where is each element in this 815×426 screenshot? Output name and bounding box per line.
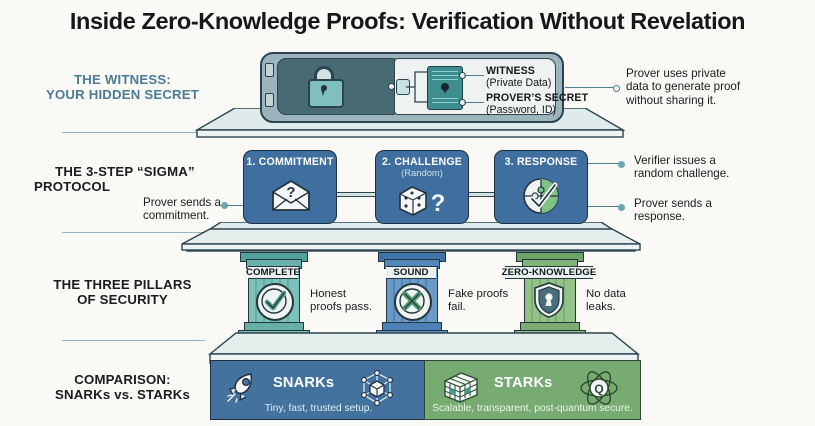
page-title: Inside Zero-Knowledge Proofs: Verificati… — [69, 8, 746, 34]
section-label-witness-line2: YOUR HIDDEN SECRET — [45, 87, 200, 102]
callout-response: Prover sends a response. — [634, 197, 712, 224]
callout-dot-commitment — [221, 202, 228, 209]
comparison-snarks-title: SNARKs — [273, 375, 335, 391]
section-label-comparison: COMPARISON: SNARKs vs. STARKs — [30, 372, 215, 402]
vault-tag-pin-2 — [459, 99, 466, 106]
section-label-sigma-line1: THE 3-STEP “SIGMA” — [55, 164, 195, 179]
section-label-comparison-line2: SNARKs vs. STARKs — [54, 387, 191, 402]
section-label-sigma: THE 3-STEP “SIGMA” PROTOCOL — [26, 164, 224, 194]
callout-leader-witness — [565, 87, 615, 88]
vault-panel — [394, 58, 556, 115]
svg-text:?: ? — [431, 190, 446, 216]
comparison-snarks[interactable]: SNARKs Tiny, fast, trusted setup. — [210, 360, 427, 420]
cube-network-icon — [357, 368, 397, 408]
comparison-snarks-subtitle: Tiny, fast, trusted setup. — [264, 403, 373, 414]
divider-2 — [62, 232, 205, 233]
sigma-step-3[interactable]: 3. RESPONSE — [494, 150, 588, 224]
pillar-complete-desc: Honest proofs pass. — [310, 288, 373, 313]
envelope-question-icon: ? — [270, 179, 312, 211]
vault-tag-witness-title: WITNESS — [486, 65, 535, 77]
sigma-connector-1 — [333, 192, 377, 197]
pillar-sound-name: SOUND — [393, 267, 429, 278]
section-label-witness: THE WITNESS: YOUR HIDDEN SECRET — [30, 72, 215, 102]
check-circle-icon — [256, 283, 294, 321]
pillar-complete-name: COMPLETE — [245, 267, 301, 278]
comparison-starks[interactable]: STARKs Q Scalable, transparent, post-qua… — [424, 360, 641, 420]
pillar-zk-desc: No data leaks. — [586, 288, 626, 313]
cross-circle-icon — [394, 283, 432, 321]
document-key-icon — [427, 66, 463, 110]
comparison-starks-subtitle: Scalable, transparent, post-quantum secu… — [432, 403, 633, 414]
sigma-step-2-title: 2. CHALLENGE — [381, 156, 463, 168]
comparison-base-slab — [208, 332, 640, 364]
callout-leader-response — [588, 206, 620, 207]
pillar-sound-desc: Fake proofs fail. — [448, 288, 509, 313]
callout-witness: Prover uses private data to generate pro… — [626, 67, 741, 107]
sigma-step-2[interactable]: 2. CHALLENGE (Random) ? — [375, 150, 469, 224]
section-label-pillars-line2: OF SECURITY — [77, 292, 168, 307]
pillar-zero-knowledge: ZERO-KNOWLEDGE — [0, 0, 596, 342]
callout-dot-witness — [613, 84, 620, 92]
vault-tag-leader-2 — [464, 101, 484, 103]
quantum-atom-icon: Q — [579, 368, 619, 408]
pillar-zk-name: ZERO-KNOWLEDGE — [501, 267, 597, 278]
padlock-icon — [306, 66, 344, 108]
rubiks-cube-icon — [441, 369, 481, 405]
section-label-witness-line1: THE WITNESS: — [74, 72, 171, 87]
puzzle-check-icon — [522, 177, 562, 217]
vault-tag-pin-1 — [459, 72, 466, 79]
pillar-top-slab — [181, 228, 641, 251]
divider-3 — [62, 340, 205, 341]
rocket-icon — [225, 371, 261, 403]
callout-dot-response — [618, 203, 625, 211]
comparison-starks-title: STARKs — [494, 375, 553, 391]
vault-tag-leader-1 — [464, 74, 484, 76]
callout-leader-challenge — [588, 163, 620, 164]
section-label-comparison-line1: COMPARISON: — [74, 372, 171, 387]
divider-1 — [62, 132, 205, 133]
vault-hinge-bottom — [265, 93, 274, 107]
vault-tag-secret-sub: (Password, ID) — [486, 103, 557, 116]
vault-tag-secret: PROVER’S SECRET (Password, ID) — [486, 92, 589, 116]
vault-tag-witness-sub: (Private Data) — [486, 76, 552, 89]
vault-connector-bracket — [406, 71, 430, 103]
pillar-complete: COMPLETE — [0, 0, 310, 342]
callout-challenge: Verifier issues a random challenge. — [634, 154, 730, 181]
sigma-step-2-sub: (Random) — [401, 167, 443, 178]
section-label-pillars-line1: THE THREE PILLARS — [53, 277, 192, 292]
section-label-pillars: THE THREE PILLARS OF SECURITY — [30, 277, 215, 307]
vault-tag-witness: WITNESS (Private Data) — [486, 65, 552, 89]
sigma-step-3-title: 3. RESPONSE — [504, 156, 578, 168]
dice-question-icon: ? — [396, 184, 450, 217]
sigma-step-1-title: 1. COMMITMENT — [246, 156, 334, 168]
shield-keyhole-icon — [532, 281, 566, 319]
callout-leader-commitment — [226, 204, 250, 206]
section-label-sigma-line2: PROTOCOL — [34, 179, 111, 194]
vault-connector-pin — [388, 82, 395, 90]
svg-text:Q: Q — [594, 382, 603, 396]
sigma-connector-2 — [452, 192, 496, 197]
sigma-step-1[interactable]: 1. COMMITMENT ? — [243, 150, 337, 224]
svg-text:?: ? — [286, 184, 295, 201]
vault-tag-secret-title: PROVER’S SECRET — [486, 92, 589, 104]
callout-commitment: Prover sends a commitment. — [143, 196, 221, 223]
vault-hinge-top — [265, 63, 274, 77]
callout-dot-challenge — [618, 160, 625, 168]
